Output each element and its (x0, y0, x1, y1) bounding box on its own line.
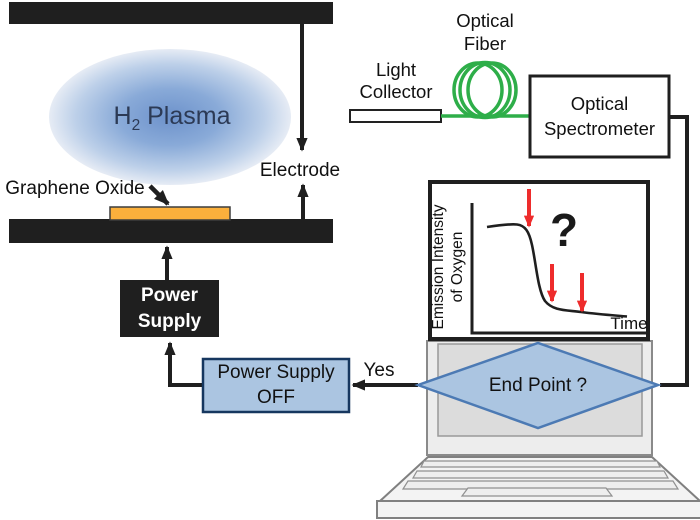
power-supply-off-line2: OFF (257, 386, 295, 408)
plasma-formula-base: H (113, 102, 132, 130)
light-collector-label: Light Collector (351, 59, 441, 103)
plasma-label-rest: Plasma (140, 102, 231, 130)
graphene-oxide-pointer-arrow (148, 184, 170, 206)
spectrometer-line1: Optical (570, 93, 629, 115)
optical-spectrometer-box (528, 74, 671, 159)
end-point-decision-diamond (414, 341, 662, 430)
plot-x-axis-label: Time (610, 314, 648, 333)
optical-fiber-line1: Optical (456, 10, 514, 31)
emission-plot (428, 180, 650, 341)
end-point-label: End Point ? (488, 375, 588, 396)
power-supply-label: Power Supply (120, 280, 219, 337)
yes-label: Yes (363, 360, 395, 381)
power-supply-label-line1: Power (140, 284, 199, 306)
power-supply-box (120, 280, 219, 337)
spectrometer-line2: Spectrometer (543, 117, 656, 139)
keyboard-row (401, 480, 680, 490)
keyboard-row (420, 460, 661, 468)
light-collector-line2: Collector (359, 81, 433, 103)
plot-axes (470, 203, 649, 335)
question-mark-annotation: ? (549, 204, 579, 256)
power-supply-off-line1: Power Supply (217, 361, 335, 383)
h2-plasma-label: H2 Plasma (87, 102, 257, 135)
h2-plasma-glow (49, 49, 291, 185)
graphene-oxide-label: Graphene Oxide (5, 178, 145, 199)
power-supply-label-line2: Supply (137, 310, 202, 332)
power-supply-off-box (201, 357, 351, 414)
graphene-oxide-sample (109, 206, 231, 221)
plot-frame (428, 180, 650, 341)
laptop-keyboard-deck (377, 456, 700, 502)
plot-y-axis-label: Emission Intensity of Oxygen (429, 192, 469, 342)
bottom-electrode-bar (9, 219, 333, 243)
top-electrode-bar (9, 2, 333, 24)
laptop-base (376, 500, 700, 519)
laptop-trackpad (460, 487, 614, 497)
optical-fiber-label: Optical Fiber (440, 9, 530, 55)
light-collector-bar (349, 109, 442, 123)
optical-fiber-line2: Fiber (463, 33, 507, 55)
keyboard-row (411, 470, 670, 479)
electrode-label: Electrode (259, 160, 341, 181)
optical-fiber-coil (452, 60, 518, 120)
y-axis-line2: of Oxygen (449, 231, 466, 303)
off-to-power-supply-arrow (164, 341, 203, 387)
optical-spectrometer-label: Optical Spectrometer (530, 76, 669, 157)
light-collector-line1: Light (375, 59, 417, 80)
plasma-formula-subscript: 2 (131, 117, 141, 134)
spectrometer-to-decision-connector (660, 115, 689, 387)
y-axis-line1: Emission Intensity (430, 204, 448, 330)
power-supply-off-label: Power Supply OFF (203, 359, 349, 412)
